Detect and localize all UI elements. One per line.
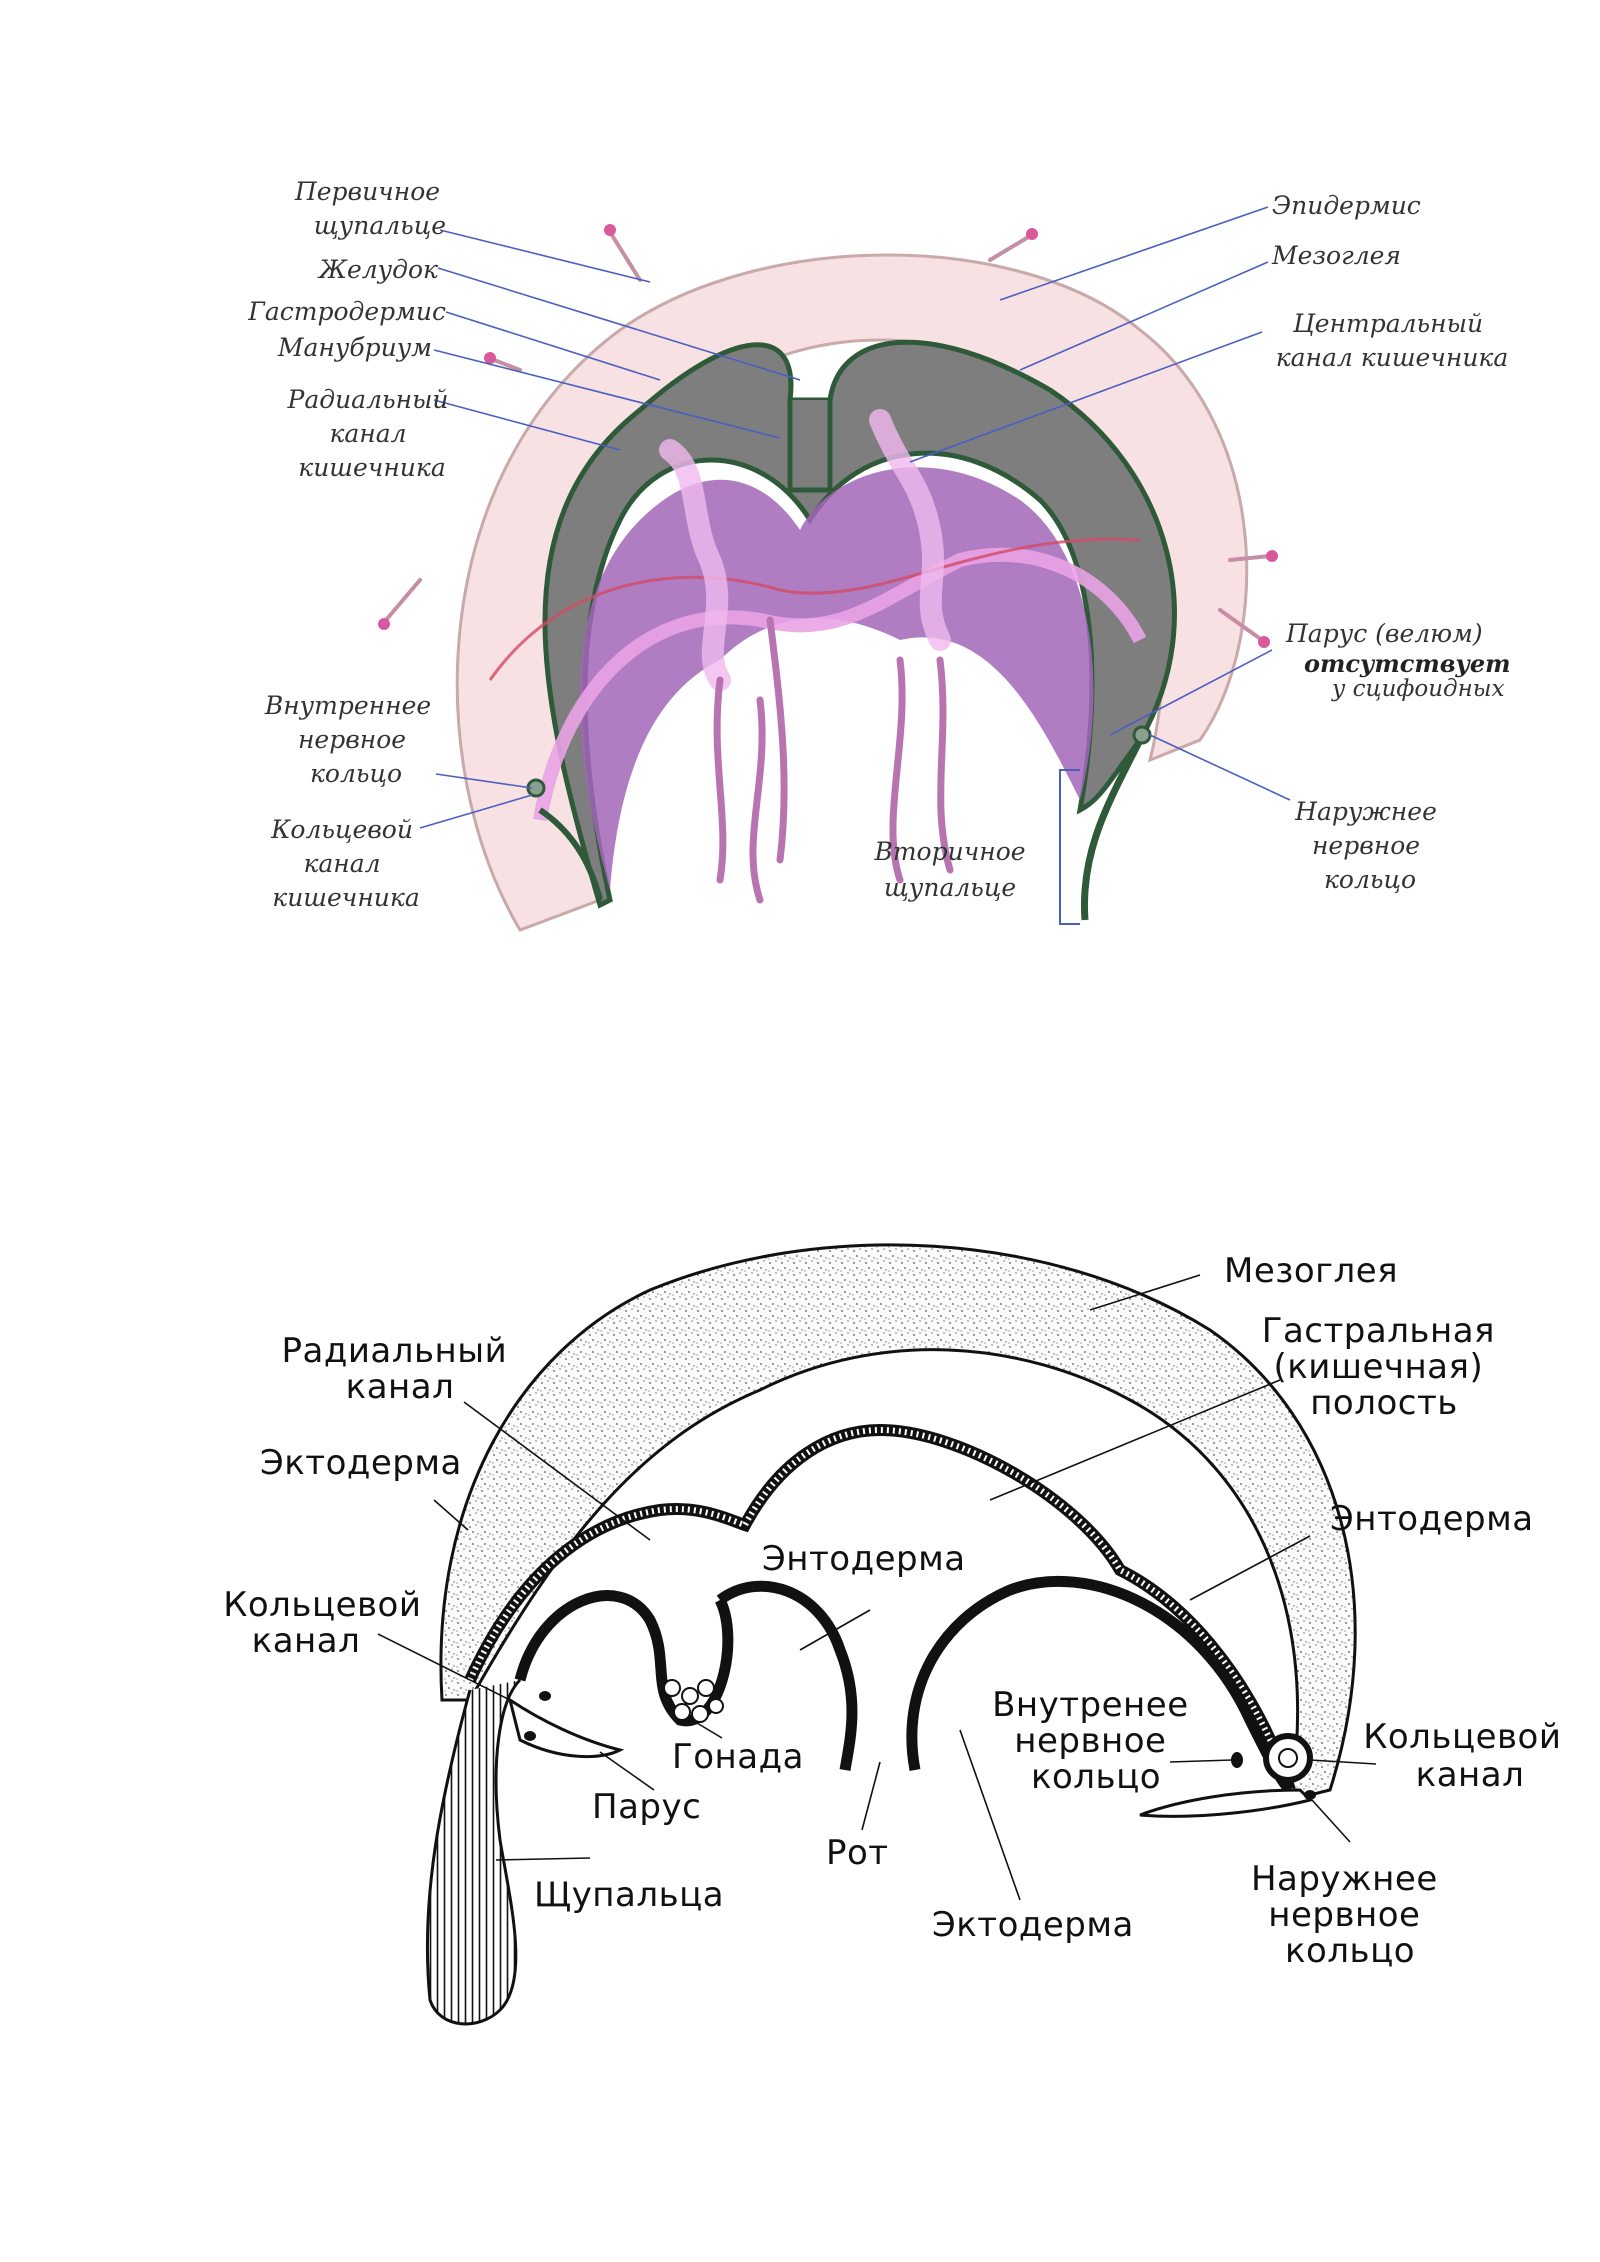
label-outer-nerve-ring: Наружнее нервное кольцо (1294, 797, 1445, 894)
gonad-left (659, 439, 731, 691)
label2-ring-canal-right: Кольцевой канал (1363, 1717, 1573, 1795)
label-central-canal: Центральный канал кишечника (1276, 309, 1509, 372)
primary-tentacle-tips (378, 224, 1278, 648)
label-primary-tentacle: Первичное щупальце (294, 177, 448, 240)
label-velum-absent: отсутствует (1304, 649, 1511, 678)
gastral-cavity (579, 467, 1094, 890)
label2-ectoderm-left: Эктодерма (260, 1443, 462, 1483)
label2-ring-canal-left: Кольцевой канал (223, 1585, 433, 1661)
tentacle (425, 1678, 522, 2026)
bell-outline (439, 1243, 1357, 1803)
label-manubrium: Манубриум (277, 333, 432, 362)
diagram-2-section: Мезоглея Гастральная (кишечная) полость … (223, 1243, 1573, 2026)
secondary-tentacle-bracket (1059, 769, 1080, 925)
ring-canal-right-inner (1278, 1748, 1298, 1768)
label2-mouth: Рот (826, 1833, 889, 1873)
gonad-cells (663, 1679, 724, 1723)
label-radial-canal: Радиальный канал кишечника (287, 385, 457, 482)
diagram-1-leaders (419, 206, 1291, 829)
velum-left (507, 1696, 625, 1758)
label2-radial-canal: Радиальный канал (281, 1331, 518, 1407)
outer-nerve-ring-dot-2 (1304, 1790, 1316, 1800)
manubrium-right (716, 1580, 858, 1771)
label-epidermis: Эпидермис (1272, 191, 1421, 220)
gonad-right (869, 409, 951, 651)
secondary-tentacle-right (1080, 738, 1144, 921)
label2-mesoglea: Мезоглея (1224, 1251, 1398, 1291)
label2-gastral-cavity: Гастральная (кишечная) полость (1262, 1311, 1507, 1423)
label2-endoderm-center: Энтодерма (762, 1539, 966, 1579)
manubrium-left (514, 1590, 734, 1727)
label-gastrodermis: Гастродермис (247, 297, 446, 326)
left-nerve-dot-1 (539, 1691, 551, 1701)
primary-tentacles (384, 230, 1272, 642)
outer-nerve-ring-dot (1132, 725, 1152, 745)
secondary-tentacle-left (538, 807, 603, 901)
label-inner-nerve-ring: Внутреннее нервное кольцо (264, 691, 439, 788)
label-stomach: Желудок (317, 255, 438, 284)
label-velum: Парус (велюм) (1285, 619, 1483, 648)
red-line (488, 537, 1141, 681)
label2-gonad: Гонада (672, 1737, 804, 1777)
label2-endoderm-right: Энтодерма (1330, 1499, 1534, 1539)
label-mesoglea: Мезоглея (1271, 241, 1401, 270)
label-ring-canal: Кольцевой канал кишечника (270, 815, 421, 912)
endoderm-top-inner (467, 1426, 1293, 1791)
label-secondary-tentacle: Вторичное щупальце (873, 837, 1033, 902)
label2-tentacles: Щупальца (534, 1875, 724, 1915)
label2-outer-nerve-ring: Наружнее нервное кольцо (1251, 1859, 1449, 1971)
manubrium (787, 400, 833, 493)
diagram-1-jellyfish: Первичное щупальце Желудок Гастродермис … (247, 177, 1511, 932)
left-nerve-dot-2 (524, 1731, 536, 1741)
label2-ectoderm-bottom: Эктодерма (932, 1905, 1134, 1945)
velum-right (1139, 1788, 1313, 1818)
inner-nerve-ring-dot-2 (1231, 1752, 1243, 1768)
oral-tentacles (713, 616, 954, 904)
label2-inner-nerve-ring: Внутренее нервное кольцо (992, 1685, 1200, 1797)
label2-velum: Парус (592, 1787, 701, 1827)
gastric-right-arc (906, 1576, 1295, 1794)
label-velum-scyphozoa: у сцифоидных (1331, 676, 1505, 702)
diagram-2-leaders (377, 1274, 1377, 1901)
radial-canal-band (533, 547, 1147, 822)
